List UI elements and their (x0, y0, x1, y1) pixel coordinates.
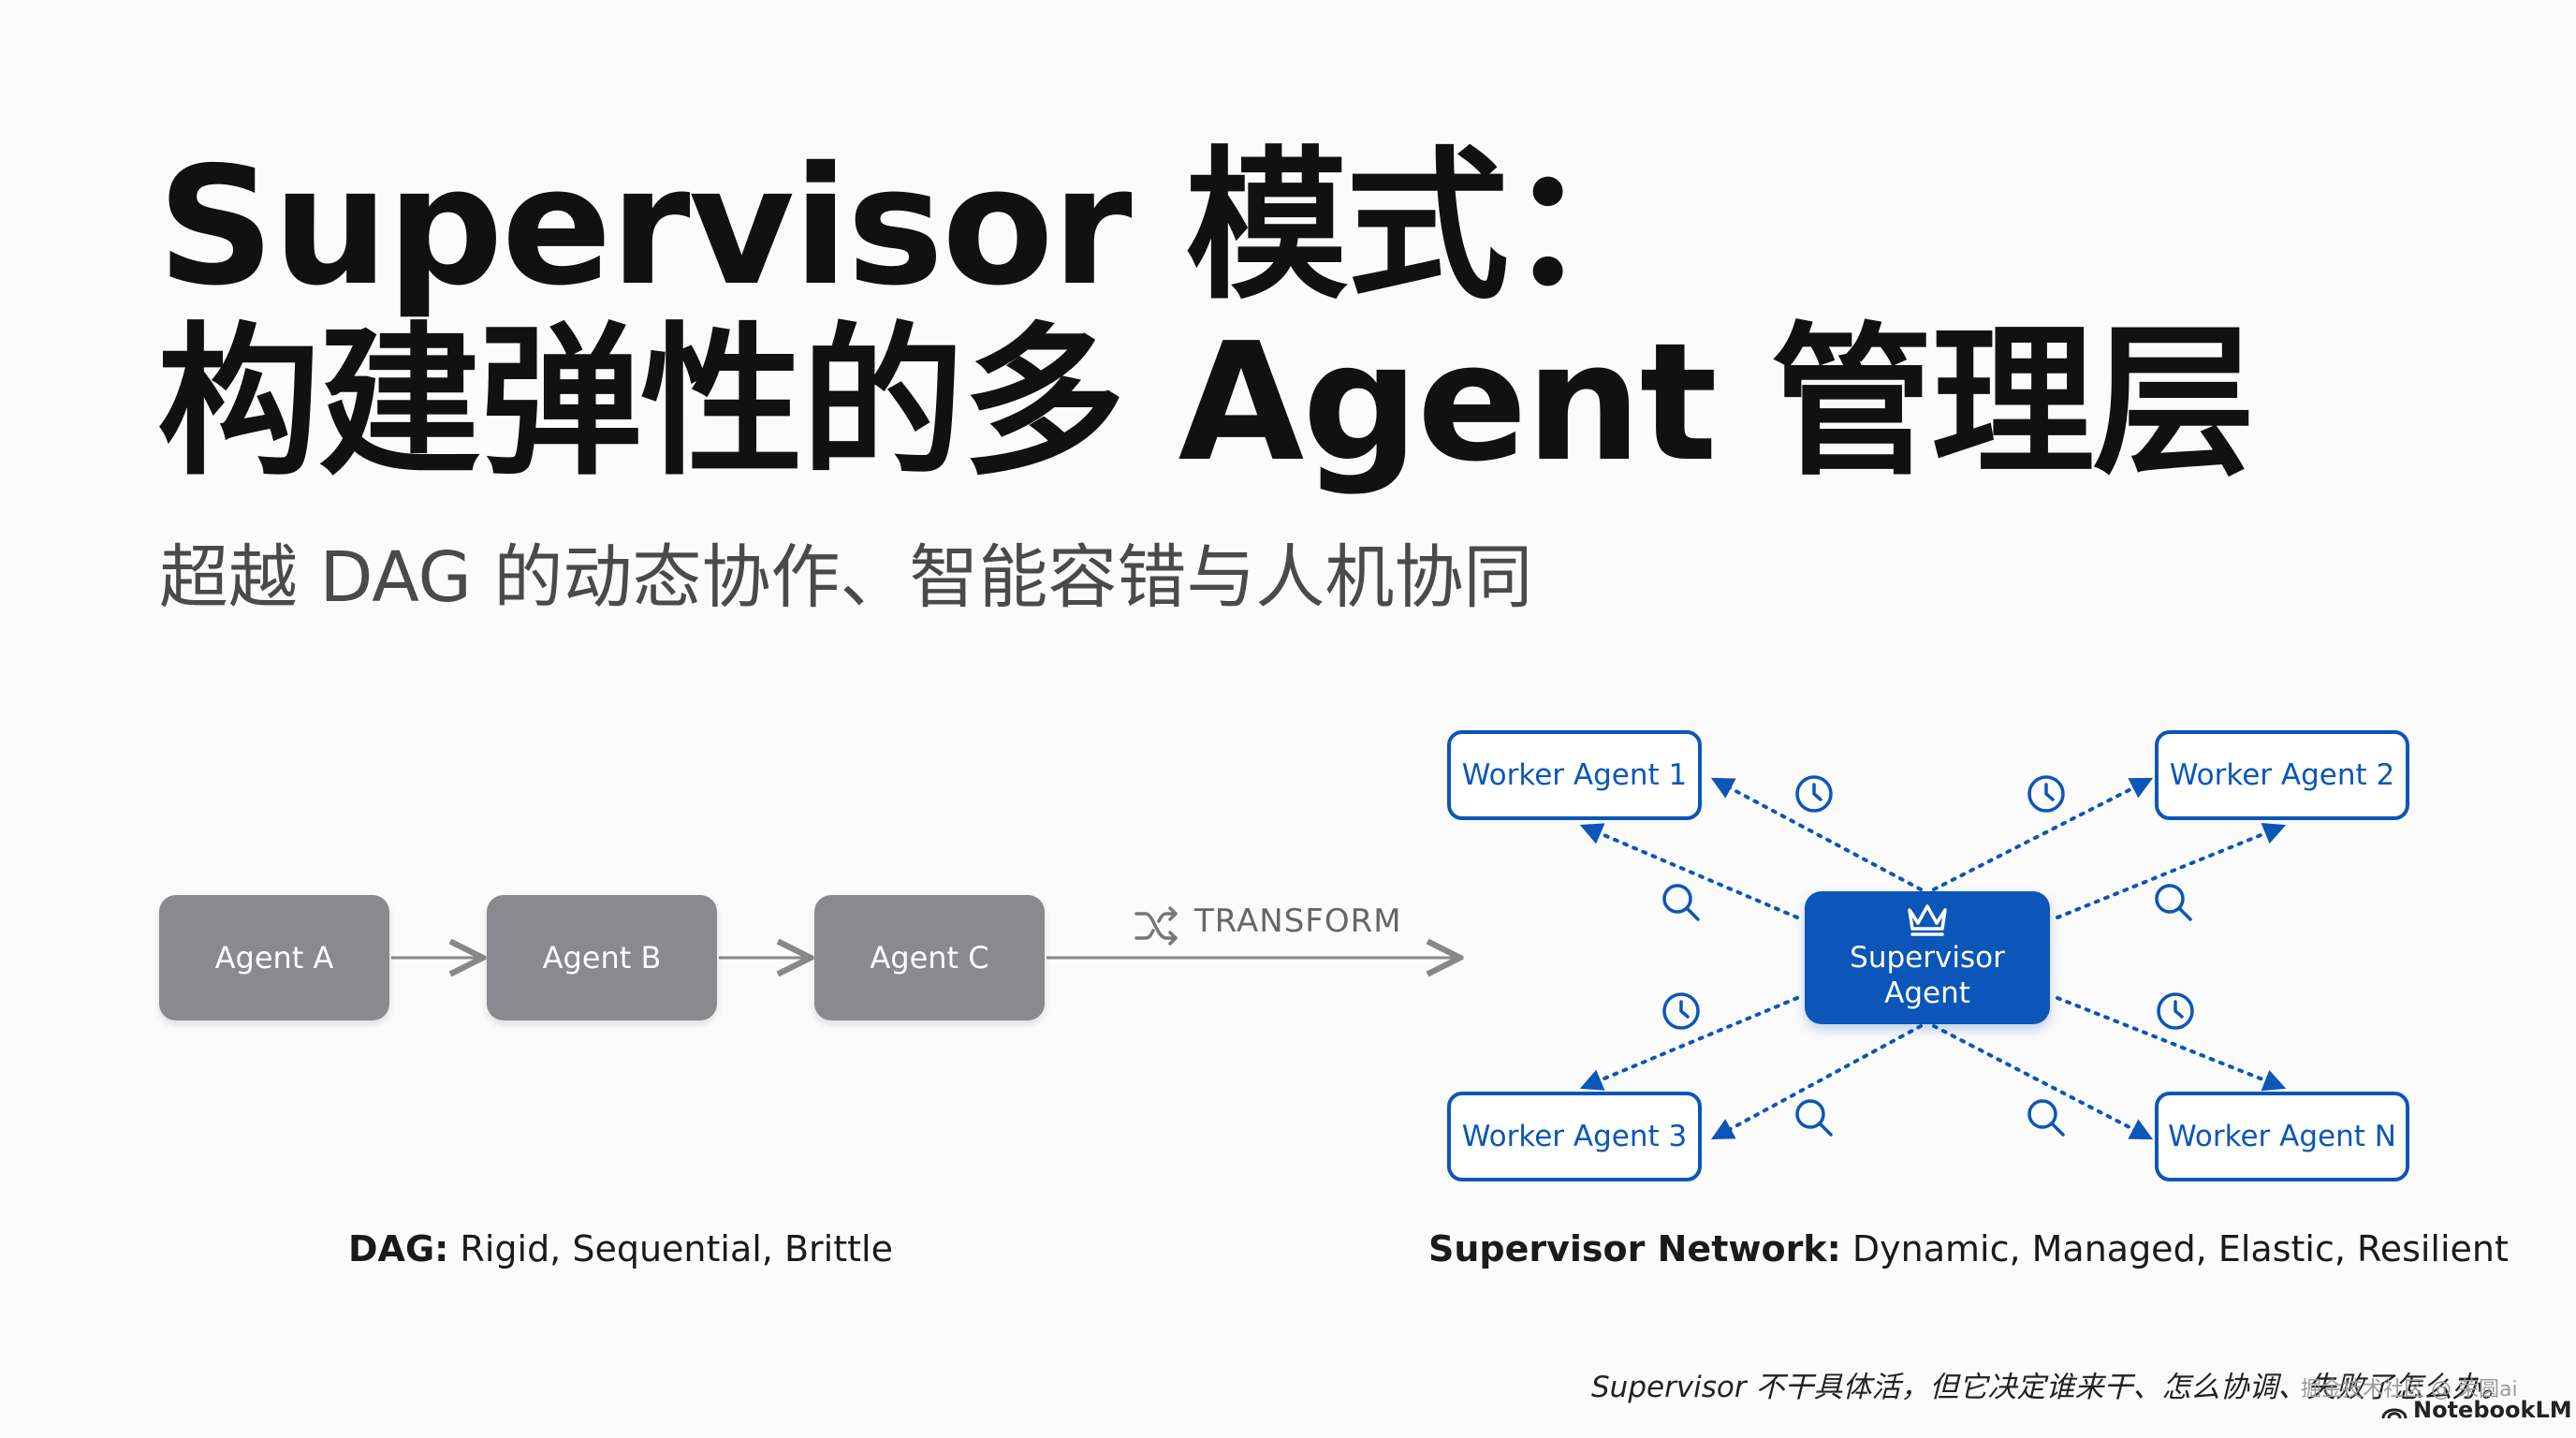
link-sup-w3-b (1710, 1024, 1923, 1140)
supervisor-caption: Supervisor Network: Dynamic, Managed, El… (1428, 1228, 2509, 1269)
clock-icon (2027, 775, 2065, 813)
supervisor-caption-label: Supervisor Network: (1428, 1228, 1841, 1269)
supervisor-caption-text: Dynamic, Managed, Elastic, Resilient (1840, 1228, 2509, 1269)
dag-caption-label: DAG: (348, 1228, 449, 1269)
shuffle-icon (1134, 906, 1178, 946)
dag-agent-c: Agent C (814, 895, 1045, 1020)
notebooklm-logo: NotebookLM (2381, 1397, 2572, 1423)
crown-icon (1908, 904, 1947, 936)
title-line-1: Supervisor 模式： (157, 132, 1670, 322)
search-icon (1662, 884, 1700, 921)
search-icon (1795, 1099, 1833, 1137)
supervisor-label-line-1: Supervisor (1850, 941, 2005, 975)
footer-quote: Supervisor 不干具体活，但它决定谁来干、怎么协调、失败了怎么办。 (1591, 1371, 2510, 1404)
worker-agent-n: Worker Agent N (2155, 1092, 2409, 1181)
notebooklm-brand: NotebookLM (2413, 1397, 2572, 1423)
link-sup-wn-b (1932, 1024, 2154, 1140)
dag-caption-text: Rigid, Sequential, Brittle (448, 1228, 893, 1269)
dag-agent-b: Agent B (487, 895, 717, 1020)
notebooklm-icon (2381, 1408, 2408, 1419)
link-sup-w2-a (1932, 777, 2154, 891)
supervisor-links (1579, 777, 2287, 1140)
supervisor-label-line-2: Agent (1884, 976, 1970, 1010)
worker-agent-1: Worker Agent 1 (1447, 730, 1702, 820)
search-icon (2027, 1099, 2065, 1137)
transform-label: TRANSFORM (1194, 902, 1402, 940)
link-sup-w1-a (1710, 777, 1923, 891)
watermark: 掘金技术社区 @ 荣圆ai (2301, 1378, 2518, 1401)
dag-caption: DAG: Rigid, Sequential, Brittle (348, 1228, 893, 1269)
link-sup-w3-a (1579, 996, 1799, 1091)
link-sup-w2-b (2056, 822, 2287, 919)
clock-icon (2157, 992, 2194, 1030)
worker-agent-2: Worker Agent 2 (2155, 730, 2409, 820)
link-sup-w1-b (1579, 823, 1799, 919)
link-sup-wn-a (2056, 996, 2287, 1092)
clock-icon (1662, 992, 1700, 1030)
worker-agent-3: Worker Agent 3 (1447, 1092, 1702, 1181)
clock-icon (1795, 775, 1833, 813)
supervisor-agent: Supervisor Agent (1805, 891, 2050, 1024)
dag-agent-a: Agent A (159, 895, 389, 1020)
title-line-2: 构建弹性的多 Agent 管理层 (157, 308, 2255, 498)
subtitle: 超越 DAG 的动态协作、智能容错与人机协同 (159, 537, 1533, 618)
search-icon (2155, 884, 2192, 921)
